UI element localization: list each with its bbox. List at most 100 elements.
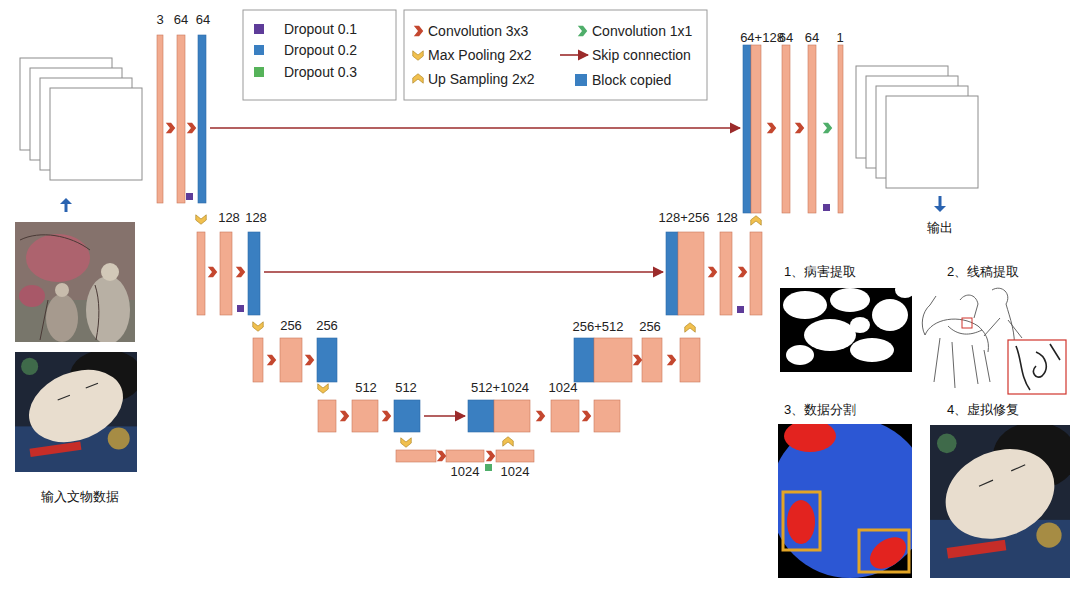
mural-lines — [20, 235, 99, 340]
feature-map-bar — [157, 35, 163, 203]
operation-chevron — [236, 267, 245, 278]
mural-lotus — [19, 285, 45, 307]
channel-count: 256 — [316, 319, 338, 334]
feature-map-bar — [494, 400, 530, 432]
painting-ornament — [937, 434, 957, 454]
painting-features — [58, 383, 98, 400]
operation-symbols — [166, 26, 832, 462]
copied-block-bar — [666, 232, 678, 315]
legend-swatch — [254, 45, 264, 55]
operation-chevron — [340, 411, 349, 422]
channel-count: 256+512 — [573, 320, 624, 335]
damage-blob — [850, 338, 894, 362]
legend-text: Convolution 3x3 — [428, 23, 528, 39]
legend-frames — [243, 10, 707, 100]
channel-count: 64 — [805, 31, 819, 46]
flow-arrow-head — [60, 198, 72, 204]
feature-map-bar — [751, 45, 761, 213]
channel-count: 64 — [196, 13, 210, 28]
segmentation-image — [778, 424, 912, 578]
mural-lotus — [26, 234, 90, 282]
operation-chevron — [413, 51, 424, 60]
feature-map-bar — [197, 232, 205, 315]
line-art-stroke — [948, 326, 982, 334]
operation-chevron — [751, 216, 762, 225]
panel-caption: 输出 — [927, 221, 953, 236]
legend-text: Max Pooling 2x2 — [428, 47, 532, 63]
feature-map-bar — [594, 338, 632, 382]
damage-blob — [830, 288, 870, 312]
operation-chevron — [382, 411, 391, 422]
panel-caption: 3、数据分割 — [784, 403, 856, 418]
painting-lips — [947, 540, 1007, 559]
dropout-square — [737, 306, 744, 313]
damage-blob — [783, 291, 827, 319]
mural-image — [15, 222, 135, 342]
channel-count: 64 — [779, 31, 793, 46]
painting-image — [15, 352, 137, 472]
dropout-square — [237, 305, 244, 312]
mural-figure — [46, 294, 78, 342]
zoom-marker — [962, 318, 972, 328]
feature-map-bar — [642, 338, 662, 382]
operation-chevron — [633, 355, 642, 366]
feature-map-bar — [551, 400, 579, 432]
flow-arrow-head — [934, 206, 946, 212]
channel-count: 128 — [218, 211, 240, 226]
skip-connection-arrow — [210, 127, 740, 129]
channel-count: 256 — [639, 320, 661, 335]
painting-ornament — [21, 358, 38, 375]
flow-arrow-shaft — [65, 203, 68, 212]
channel-count: 1024 — [501, 465, 530, 480]
operation-chevron — [413, 74, 424, 83]
copied-block-bar — [574, 338, 594, 382]
panel-caption: 1、病害提取 — [784, 265, 856, 280]
feature-map-bar — [750, 232, 762, 315]
feature-map-bar — [680, 338, 700, 382]
operation-chevron — [503, 437, 514, 446]
feature-map-bar — [253, 338, 263, 382]
flow-arrows — [60, 196, 946, 212]
operation-chevron — [795, 123, 804, 134]
operation-chevron — [305, 355, 314, 366]
legend-text: Dropout 0.1 — [284, 21, 357, 37]
operation-chevron — [401, 438, 412, 447]
legend-text: Up Sampling 2x2 — [428, 71, 535, 87]
painting-ornament — [108, 427, 130, 449]
damage-blob — [786, 345, 814, 365]
channel-count: 512 — [395, 381, 417, 396]
operation-chevron — [767, 123, 776, 134]
damage-mask-image — [780, 288, 912, 372]
mask-ground — [780, 288, 912, 372]
dropout-square — [485, 464, 492, 471]
feature-map-bar — [177, 35, 185, 203]
feature-map-bar — [352, 400, 378, 432]
copied-block-bar — [468, 400, 494, 432]
painting-face — [932, 433, 1068, 554]
panel-caption: 4、虚拟修复 — [947, 403, 1019, 418]
operation-chevron — [708, 267, 717, 278]
dropout-square — [823, 204, 830, 211]
feature-map-bar — [678, 232, 704, 315]
operation-chevron — [486, 451, 495, 462]
operation-chevron — [437, 451, 446, 462]
feature-map-bar — [594, 400, 620, 432]
feature-map-bar — [720, 232, 732, 315]
copied-block-bar — [248, 232, 260, 315]
feature-maps — [157, 35, 843, 462]
feature-map-bar — [396, 450, 436, 462]
painting-lips — [30, 442, 82, 457]
operation-chevron — [208, 267, 217, 278]
feature-map-bar — [496, 450, 534, 462]
channel-count: 512 — [355, 381, 377, 396]
operation-chevron — [823, 123, 832, 134]
feature-map-bar — [838, 45, 843, 213]
seg-highlight — [783, 492, 820, 550]
skip-connection-arrow — [264, 271, 663, 273]
copied-block-bar — [198, 35, 206, 203]
operation-chevron — [187, 123, 196, 134]
legend-swatch — [575, 74, 587, 86]
painting-image — [930, 425, 1070, 578]
